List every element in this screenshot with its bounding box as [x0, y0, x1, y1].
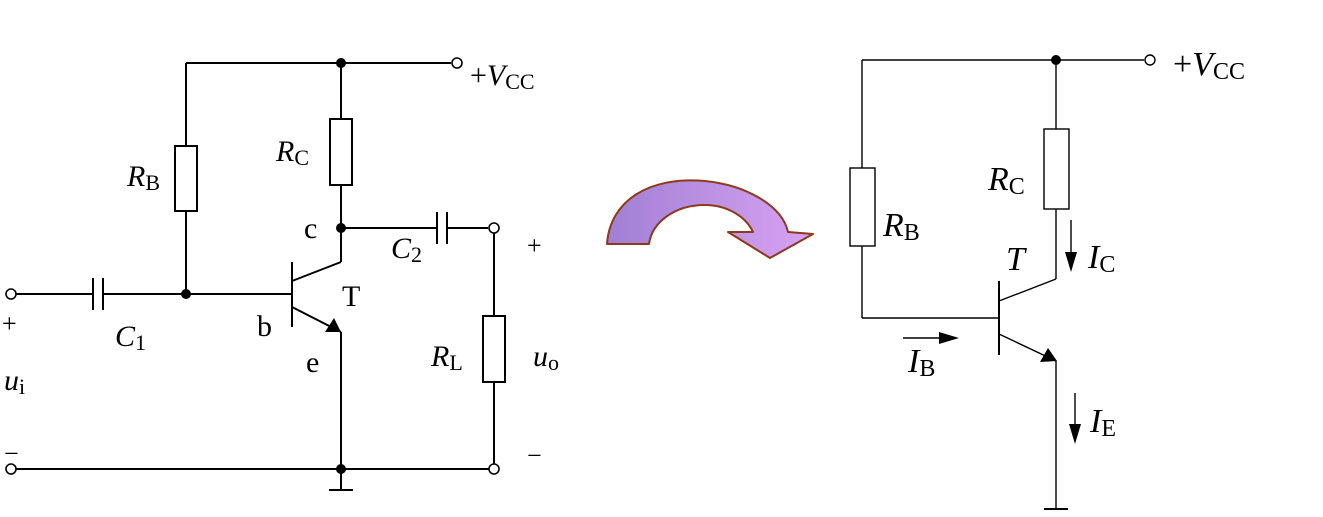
- right-vcc-terminal: [1144, 54, 1156, 66]
- right-ib-arrow-head: [939, 332, 959, 344]
- left-rc-label: RC: [275, 135, 309, 170]
- left-uo-label: uo: [533, 340, 559, 375]
- right-ie-arrow-head: [1069, 424, 1081, 444]
- right-ic-arrow-head: [1065, 252, 1077, 272]
- left-emitter-arrow: [325, 318, 341, 332]
- left-rl-label: RL: [430, 340, 463, 375]
- left-node-c-label: c: [304, 212, 317, 245]
- right-vcc-label: +VCC: [1173, 46, 1245, 85]
- left-output-minus: −: [527, 441, 542, 470]
- left-vcc-terminal: [451, 57, 463, 69]
- left-rb-label: RB: [126, 160, 160, 195]
- left-rl-resistor: [482, 315, 506, 383]
- right-ic-label: IC: [1087, 239, 1115, 278]
- left-ui-label: ui: [4, 364, 25, 399]
- left-transistor-collector-lead: [291, 261, 342, 282]
- right-rc-label: RC: [987, 161, 1025, 200]
- left-circuit: +VCC RB RC c C2 + T b e C1 RL uo + ui − …: [2, 57, 559, 491]
- left-input-plus: +: [2, 309, 17, 338]
- right-circuit: +VCC RC RB T IC IB IE: [849, 46, 1245, 510]
- transform-arrow: [606, 179, 814, 259]
- right-rc-resistor: [1043, 128, 1070, 210]
- left-rc-resistor: [329, 118, 353, 186]
- left-output-plus: +: [527, 231, 542, 260]
- left-input-terminal-top: [5, 288, 17, 300]
- left-c2-label: C2: [391, 232, 422, 267]
- right-transistor-collector-lead: [998, 278, 1057, 302]
- right-rb-label: RB: [882, 207, 920, 246]
- left-rb-resistor: [174, 145, 198, 212]
- left-vcc-label: +VCC: [470, 59, 535, 94]
- left-output-terminal-bottom: [488, 463, 500, 475]
- left-input-minus: −: [4, 439, 19, 468]
- right-emitter-arrow: [1040, 348, 1057, 362]
- left-transistor-label: T: [342, 280, 360, 313]
- right-rb-resistor: [849, 167, 876, 247]
- left-c1-label: C1: [115, 320, 146, 355]
- right-ie-label: IE: [1089, 403, 1116, 442]
- right-transistor-label: T: [1006, 241, 1027, 278]
- left-node-e-label: e: [306, 346, 319, 379]
- left-node-b-label: b: [257, 310, 272, 343]
- right-ib-label: IB: [907, 343, 935, 382]
- left-output-terminal-top: [488, 222, 500, 234]
